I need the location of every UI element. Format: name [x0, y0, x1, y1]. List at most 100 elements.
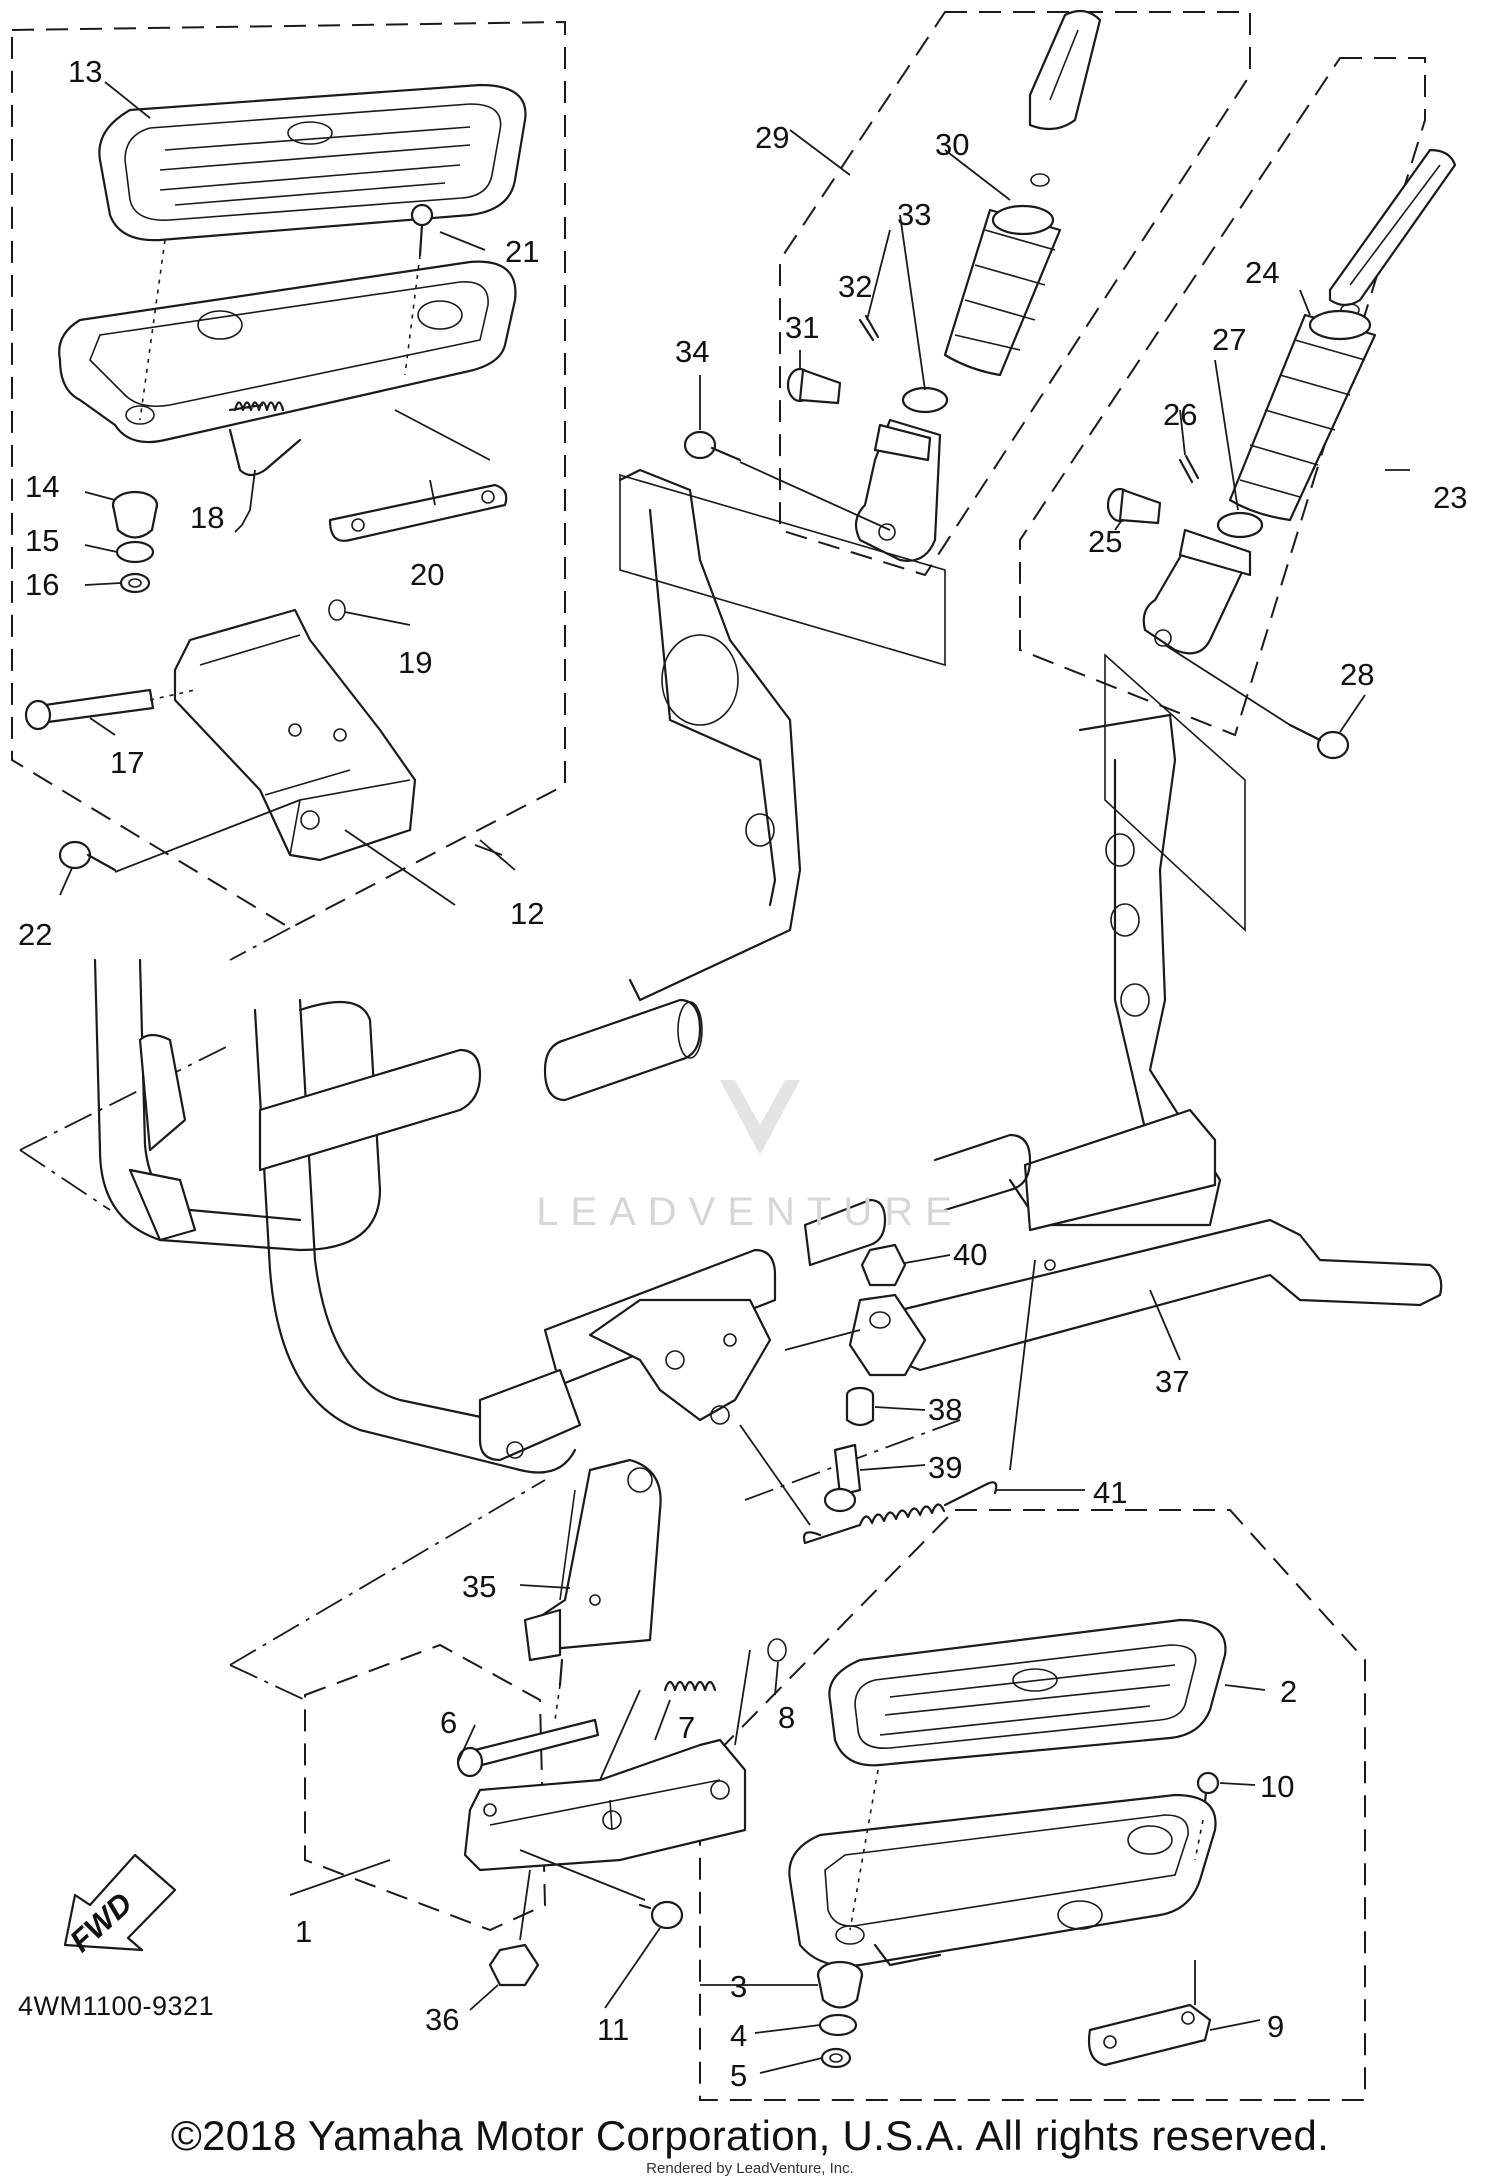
bolt-22-axis — [114, 799, 301, 873]
bracket-20 — [328, 483, 508, 542]
footpeg-shaft-29 — [1028, 9, 1102, 187]
watermark: LEADVENTURE — [536, 1190, 964, 1234]
screw-21-axis — [404, 254, 421, 376]
callout-11: 11 — [597, 2012, 629, 2047]
bolt-11-axis — [519, 1849, 646, 1901]
cotter-pin-26 — [1178, 454, 1200, 484]
bracket-35-stud — [558, 1658, 564, 1687]
group-box-2 — [699, 1509, 1366, 2101]
callout-6: 6 — [440, 1705, 457, 1740]
group-box-23 — [1019, 57, 1426, 737]
damper-14 — [111, 490, 159, 539]
callout-23: 23 — [1433, 480, 1467, 515]
floorboard-bracket-upper — [173, 608, 417, 862]
callout-16: 16 — [25, 567, 59, 602]
nut-40 — [860, 1243, 907, 1287]
callout-14: 14 — [25, 469, 59, 504]
callout-20: 20 — [410, 557, 444, 592]
bolt-34 — [683, 430, 742, 462]
footpeg-bracket-29 — [854, 418, 942, 562]
bolt-39 — [823, 1443, 862, 1513]
nut-36-axis — [519, 1869, 531, 1941]
callout-31: 31 — [785, 310, 819, 345]
callout-2: 2 — [1280, 1674, 1297, 1709]
callout-32: 32 — [838, 269, 872, 304]
pivot-pin-17 — [24, 688, 155, 731]
callout-29: 29 — [755, 120, 789, 155]
callout-37: 37 — [1155, 1364, 1189, 1399]
brake-lever-37 — [848, 1218, 1443, 1377]
floorboard-mat-upper — [98, 83, 527, 242]
footpeg-shaft-24 — [1328, 148, 1457, 317]
callout-24: 24 — [1245, 255, 1279, 290]
collar-38 — [845, 1386, 875, 1427]
callout-1: 1 — [295, 1914, 312, 1949]
callout-27: 27 — [1212, 322, 1246, 357]
footpeg-rubber-30 — [943, 204, 1062, 377]
bolt-22 — [58, 840, 117, 872]
stud-axis-lower — [849, 1769, 879, 1931]
callout-40: 40 — [953, 1237, 987, 1272]
frame-loop-left — [93, 958, 577, 1474]
callout-36: 36 — [425, 2002, 459, 2037]
bolt-11 — [638, 1900, 684, 1930]
circlip-19 — [328, 599, 346, 621]
bracket-lower-link — [599, 1649, 751, 1781]
assembly-23-mount — [1104, 653, 1246, 932]
frame — [543, 468, 1222, 1232]
footpeg-bracket-23 — [1142, 528, 1252, 655]
assembly-line-lower — [229, 1409, 961, 1701]
group-box-29 — [779, 11, 1251, 577]
bracket-9 — [1087, 2003, 1212, 2067]
spring-18 — [228, 401, 285, 412]
group-box-12 — [11, 20, 566, 930]
assembly-29-mount — [619, 473, 946, 667]
assembly-line-upper — [19, 927, 291, 1211]
callout-30: 30 — [935, 127, 969, 162]
callout-15: 15 — [25, 523, 59, 558]
callout-25: 25 — [1088, 524, 1122, 559]
callout-22: 22 — [18, 917, 52, 952]
lever-pivot-axis — [784, 1329, 861, 1351]
damper-3 — [816, 1960, 864, 2009]
callout-12: 12 — [510, 896, 544, 931]
bolt-28-axis — [1164, 644, 1291, 726]
callout-17: 17 — [110, 745, 144, 780]
callout-34: 34 — [675, 334, 709, 369]
callout-5: 5 — [730, 2058, 747, 2093]
callout-19: 19 — [398, 645, 432, 680]
callout-10: 10 — [1260, 1769, 1294, 1804]
watermark-logo — [720, 1080, 800, 1155]
washer-15 — [115, 540, 155, 564]
callout-41: 41 — [1093, 1475, 1127, 1510]
circlip-8 — [767, 1638, 787, 1662]
crossmember-bracket — [478, 1198, 887, 1462]
washer-27 — [1216, 511, 1264, 539]
stud-axis-upper — [139, 239, 166, 421]
callout-8: 8 — [778, 1700, 795, 1735]
spring-41-axis — [739, 1259, 1036, 1526]
callout-28: 28 — [1340, 657, 1374, 692]
footpeg-rubber-24 — [1228, 309, 1377, 522]
washer-33 — [901, 386, 949, 414]
bracket-35 — [523, 1458, 662, 1662]
spring-7 — [663, 1680, 717, 1692]
callout-39: 39 — [928, 1450, 962, 1485]
callout-leaders — [59, 81, 1410, 2074]
callout-9: 9 — [1267, 2009, 1284, 2044]
diagram-code: 4WM1100-9321 — [18, 1991, 215, 2021]
bracket-20-link — [394, 409, 491, 461]
nut-16 — [119, 572, 151, 594]
callout-35: 35 — [462, 1569, 496, 1604]
bolt-28 — [1288, 723, 1350, 760]
clevis-pin-31 — [786, 367, 842, 405]
bolt-axis-upper — [344, 829, 456, 906]
screw-10-axis — [1194, 1819, 1204, 1861]
pin-17-axis — [149, 689, 196, 701]
nut-36 — [488, 1943, 540, 1987]
floorboard-base-upper — [58, 260, 517, 477]
fwd-arrow: FWD — [63, 1853, 177, 1959]
callout-18: 18 — [190, 500, 224, 535]
pivot-pin-6 — [456, 1718, 600, 1778]
